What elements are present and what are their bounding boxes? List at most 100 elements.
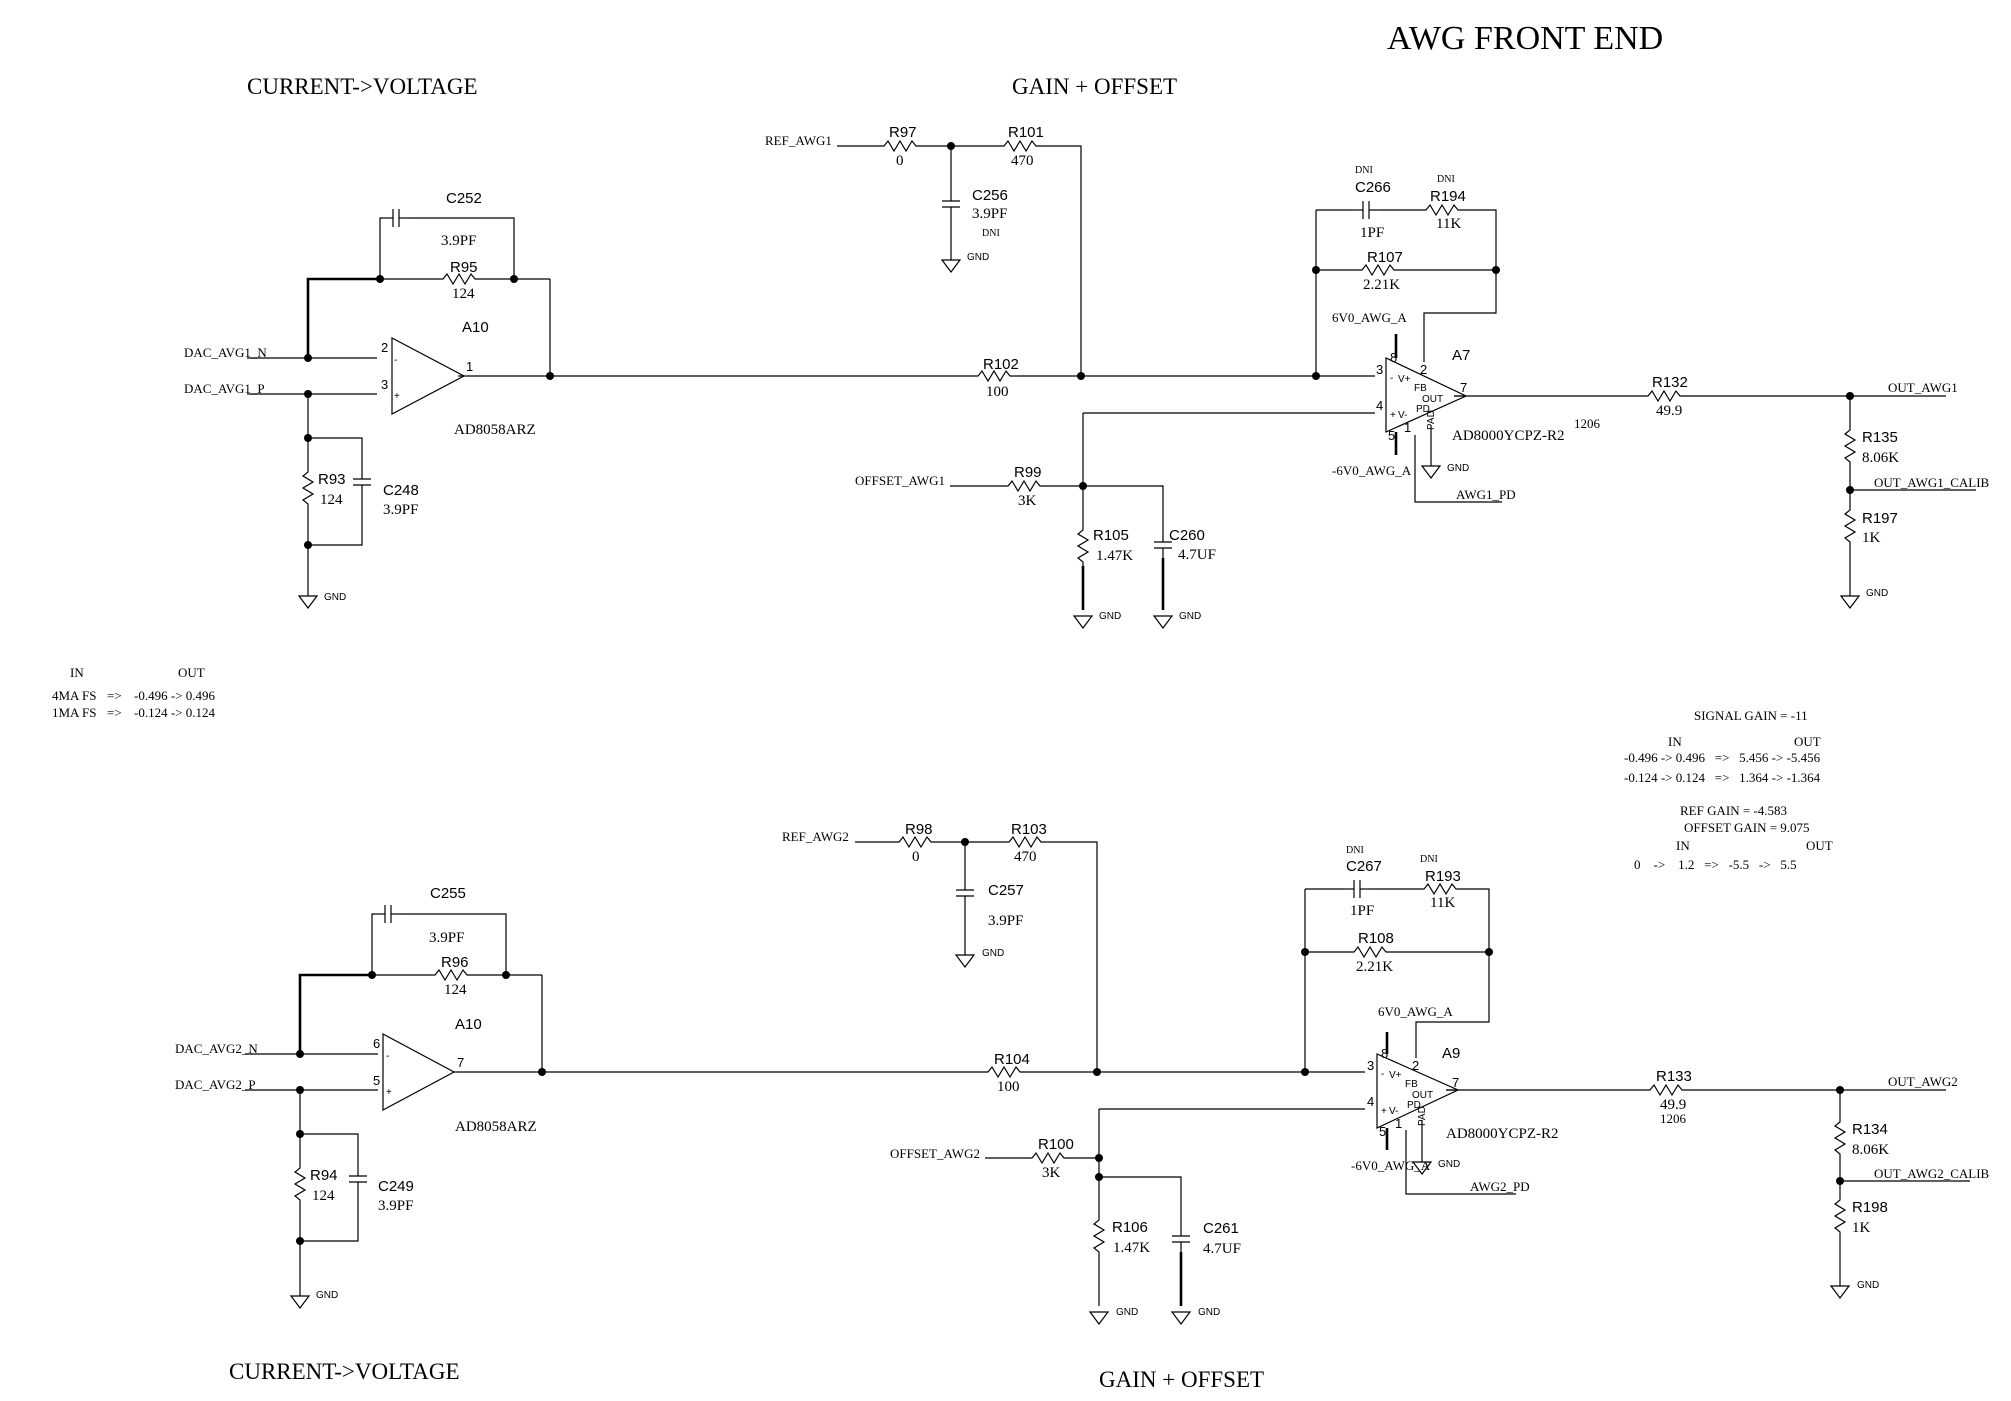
svg-text:GND: GND bbox=[1179, 611, 1201, 622]
R103-resistor: R103 470 bbox=[1004, 821, 1047, 865]
svg-text:AD8058ARZ: AD8058ARZ bbox=[454, 422, 536, 438]
svg-text:V+: V+ bbox=[1389, 1070, 1402, 1081]
R107-resistor: R107 2.21K bbox=[1357, 249, 1403, 293]
C256-capacitor: C256 3.9PF DNI bbox=[941, 187, 1008, 239]
svg-text:3.9PF: 3.9PF bbox=[378, 1198, 413, 1214]
svg-text:-0.124 -> 0.124 => 1.364 -: -0.124 -> 0.124 => 1.364 -> -1.364 bbox=[1624, 770, 1821, 785]
net-awg2-pd: AWG2_PD bbox=[1470, 1179, 1530, 1194]
svg-text:R194: R194 bbox=[1430, 188, 1466, 205]
svg-text:8.06K: 8.06K bbox=[1852, 1142, 1889, 1158]
gnd-symbol: GND bbox=[1089, 1307, 1138, 1325]
svg-text:GND: GND bbox=[1857, 1280, 1879, 1291]
svg-text:49.9: 49.9 bbox=[1660, 1097, 1686, 1113]
A7-opamp: - V+ + V- FB OUT PD PAD 3 4 8 2 7 5 1 A7… bbox=[1376, 347, 1565, 444]
R108-resistor: R108 2.21K bbox=[1349, 930, 1394, 975]
svg-text:2.21K: 2.21K bbox=[1356, 959, 1393, 975]
svg-text:DNI: DNI bbox=[1346, 845, 1364, 856]
title: AWG FRONT END bbox=[1387, 20, 1663, 57]
svg-text:3.9PF: 3.9PF bbox=[441, 233, 476, 249]
R99-resistor: R99 3K bbox=[1003, 464, 1045, 509]
svg-text:-0.124 -> 0.124: -0.124 -> 0.124 bbox=[134, 705, 215, 720]
gnd-symbol: GND bbox=[1830, 1280, 1879, 1299]
gnd-symbol: GND bbox=[1153, 611, 1201, 629]
C249-capacitor: C249 3.9PF bbox=[348, 1165, 414, 1214]
svg-text:3: 3 bbox=[1367, 1058, 1374, 1073]
svg-text:V-: V- bbox=[1398, 410, 1407, 421]
R96-resistor: R96 124 bbox=[430, 954, 472, 998]
svg-text:PAD: PAD bbox=[1417, 1106, 1428, 1126]
svg-text:R105: R105 bbox=[1093, 527, 1129, 544]
C255-capacitor: C255 3.9PF bbox=[374, 885, 466, 946]
svg-text:PD: PD bbox=[1407, 1100, 1421, 1111]
svg-text:C256: C256 bbox=[972, 187, 1008, 204]
net-dac-avg1-p: DAC_AVG1_P bbox=[184, 381, 265, 396]
svg-text:100: 100 bbox=[997, 1079, 1020, 1095]
gnd-symbol: GND bbox=[1073, 611, 1121, 629]
svg-text:R94: R94 bbox=[310, 1167, 338, 1184]
R97-resistor: R97 0 bbox=[879, 124, 921, 169]
A10-opamp-bottom: - + 6 5 7 A10 AD8058ARZ bbox=[373, 1016, 537, 1135]
net-out-awg1: OUT_AWG1 bbox=[1888, 380, 1958, 395]
net-vp-awg2: 6V0_AWG_A bbox=[1378, 1004, 1453, 1019]
svg-text:3K: 3K bbox=[1042, 1165, 1061, 1181]
net-offset-awg2: OFFSET_AWG2 bbox=[890, 1146, 980, 1161]
svg-text:-0.496 -> 0.496: -0.496 -> 0.496 bbox=[134, 688, 215, 703]
svg-text:GND: GND bbox=[982, 948, 1004, 959]
R106-resistor: R106 1.47K bbox=[1093, 1215, 1150, 1257]
C266-capacitor: DNI C266 1PF bbox=[1352, 165, 1391, 241]
svg-text:1206: 1206 bbox=[1574, 416, 1601, 431]
svg-text:R108: R108 bbox=[1358, 930, 1394, 947]
svg-text:3.9PF: 3.9PF bbox=[383, 502, 418, 518]
svg-text:R97: R97 bbox=[889, 124, 917, 141]
svg-text:0: 0 bbox=[912, 849, 920, 865]
svg-text:C266: C266 bbox=[1355, 179, 1391, 196]
svg-text:1PF: 1PF bbox=[1360, 225, 1384, 241]
svg-text:49.9: 49.9 bbox=[1656, 403, 1682, 419]
svg-text:124: 124 bbox=[312, 1188, 335, 1204]
svg-text:AD8058ARZ: AD8058ARZ bbox=[455, 1119, 537, 1135]
svg-text:C267: C267 bbox=[1346, 858, 1382, 875]
gnd-symbol: GND bbox=[290, 1290, 338, 1309]
svg-text:1: 1 bbox=[466, 359, 473, 374]
svg-text:0: 0 bbox=[896, 153, 904, 169]
gnd-symbol: GND bbox=[1421, 463, 1469, 479]
svg-text:1K: 1K bbox=[1862, 530, 1881, 546]
R95-resistor: R95 124 bbox=[438, 259, 480, 302]
svg-text:11K: 11K bbox=[1436, 216, 1461, 232]
R133-resistor: R133 49.9 1206 bbox=[1645, 1068, 1692, 1126]
svg-text:R134: R134 bbox=[1852, 1121, 1888, 1138]
C257-capacitor: C257 3.9PF bbox=[955, 879, 1024, 929]
svg-text:5: 5 bbox=[1379, 1124, 1386, 1139]
svg-text:OUT: OUT bbox=[1422, 394, 1443, 405]
svg-text:A10: A10 bbox=[455, 1016, 482, 1033]
R105-resistor: R105 1.47K bbox=[1077, 525, 1133, 567]
svg-text:SIGNAL GAIN = -11: SIGNAL GAIN = -11 bbox=[1694, 708, 1808, 723]
svg-text:AD8000YCPZ-R2: AD8000YCPZ-R2 bbox=[1452, 428, 1565, 444]
svg-text:REF GAIN = -4.583: REF GAIN = -4.583 bbox=[1680, 803, 1787, 818]
svg-text:OUT: OUT bbox=[1794, 734, 1821, 749]
svg-text:C255: C255 bbox=[430, 885, 466, 902]
svg-text:R98: R98 bbox=[905, 821, 933, 838]
channel-awg1: R95 124 C252 3.9PF R93 124 C248 3.9PF GN… bbox=[184, 124, 1990, 629]
svg-text:8: 8 bbox=[1390, 350, 1397, 365]
net-vn-awg1: -6V0_AWG_A bbox=[1332, 463, 1412, 478]
svg-text:+: + bbox=[394, 391, 400, 402]
R193-resistor: DNI R193 11K bbox=[1419, 854, 1461, 911]
svg-text:-: - bbox=[1390, 373, 1393, 384]
R104-resistor: R104 100 bbox=[983, 1051, 1030, 1095]
svg-text:FB: FB bbox=[1405, 1079, 1418, 1090]
gnd-symbol: GND bbox=[1412, 1159, 1460, 1175]
svg-text:DNI: DNI bbox=[982, 228, 1000, 239]
gnd-symbol: GND bbox=[941, 252, 989, 273]
svg-text:GND: GND bbox=[1866, 588, 1888, 599]
svg-text:-: - bbox=[1381, 1069, 1384, 1080]
svg-text:R106: R106 bbox=[1112, 1219, 1148, 1236]
notes-gain: SIGNAL GAIN = -11 IN OUT -0.496 -> 0.496… bbox=[1624, 708, 1833, 872]
R194-resistor: DNI R194 11K bbox=[1421, 174, 1466, 232]
net-ref-awg2: REF_AWG2 bbox=[782, 829, 849, 844]
gnd-symbol: GND bbox=[1840, 588, 1888, 609]
svg-text:GND: GND bbox=[1116, 1307, 1138, 1318]
svg-text:=>: => bbox=[107, 688, 122, 703]
svg-text:0 -> 1.2 => -5.5 -: 0 -> 1.2 => -5.5 -> 5.5 bbox=[1634, 857, 1797, 872]
